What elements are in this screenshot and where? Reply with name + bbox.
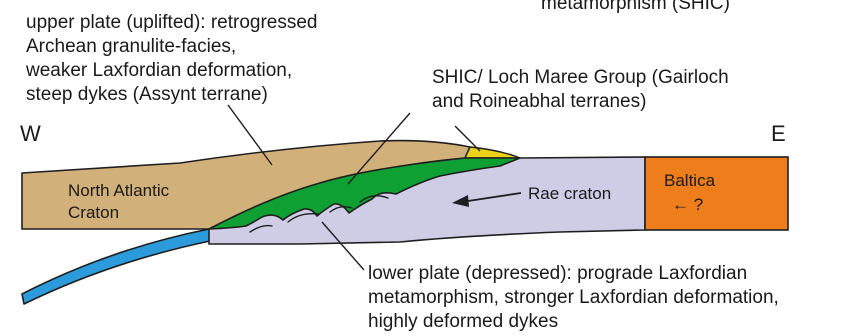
- rae-craton-label: Rae craton: [528, 184, 611, 203]
- upper-plate-line-3: weaker Laxfordian deformation,: [25, 60, 292, 81]
- top-right-fragment-text: metamorphism (SHIC): [541, 0, 730, 14]
- upper-plate-line-2: Archean granulite-facies,: [26, 36, 236, 57]
- upper-plate-line-4: steep dykes (Assynt terrane): [26, 84, 268, 105]
- east-label: E: [771, 121, 786, 146]
- north-atlantic-label-2: Craton: [68, 203, 119, 222]
- shic-line-1: SHIC/ Loch Maree Group (Gairloch: [432, 67, 729, 88]
- lower-plate-line-3: highly deformed dykes: [368, 311, 558, 332]
- subducting-slab: [22, 229, 210, 304]
- west-label: W: [20, 121, 41, 146]
- lower-plate-line-1: lower plate (depressed): prograde Laxfor…: [368, 263, 747, 284]
- lower-plate-line-2: metamorphism, stronger Laxfordian deform…: [368, 287, 779, 308]
- baltica-label: Baltica: [664, 171, 716, 190]
- baltica-arrow-note: ← ?: [672, 195, 703, 214]
- upper-plate-line-1: upper plate (uplifted): retrogressed: [26, 12, 318, 33]
- shic-line-2: and Roineabhal terranes): [432, 91, 646, 112]
- north-atlantic-label-1: North Atlantic: [68, 181, 170, 200]
- yellow-wedge: [465, 147, 520, 158]
- baltica-block: [645, 157, 788, 230]
